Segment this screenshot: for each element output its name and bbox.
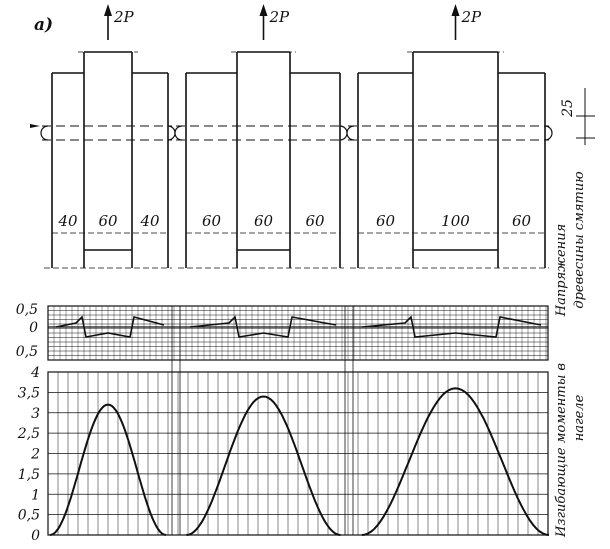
pin-left-end xyxy=(346,125,355,141)
panel-label: а) xyxy=(34,15,53,35)
width-left: 40 xyxy=(57,212,78,230)
moment-tick-label: 0,5 xyxy=(18,508,40,524)
stress-label-line1: Напряжения xyxy=(554,224,569,317)
moment-curve-3 xyxy=(361,387,550,536)
pin-left-end xyxy=(40,125,49,141)
pin-dimension-label: 25 xyxy=(560,99,576,118)
load-label: 2P xyxy=(269,8,291,26)
specimen-3: 2P 60 100 60 xyxy=(346,4,553,269)
width-middle: 100 xyxy=(441,212,470,230)
width-left: 60 xyxy=(376,212,396,230)
specimen-2: 2P 60 60 60 xyxy=(174,4,348,269)
load-arrow-head xyxy=(451,4,460,16)
load-label: 2P xyxy=(113,8,135,26)
width-middle: 60 xyxy=(98,212,118,230)
specimen-1: 2P 40 60 40 xyxy=(40,4,176,269)
moment-curve-1 xyxy=(49,403,167,536)
moment-plot: 4 3,5 3 2,5 2 1,5 1 0,5 0 xyxy=(17,306,550,544)
width-right: 60 xyxy=(512,212,532,230)
load-arrow-head xyxy=(259,4,268,16)
load-arrow-head xyxy=(104,4,112,16)
load-label: 2P xyxy=(461,8,483,26)
moment-tick-label: 1,5 xyxy=(18,467,40,483)
stress-tick-label: 0 xyxy=(29,320,38,336)
moment-tick-label: 2,5 xyxy=(17,426,40,442)
moment-tick-label: 2 xyxy=(30,447,40,463)
moment-label-line2: нагеле xyxy=(572,394,587,441)
moment-tick-label: 3 xyxy=(31,406,40,422)
width-right: 60 xyxy=(305,212,325,230)
stress-curve-1 xyxy=(55,315,165,338)
stress-curve-2 xyxy=(189,315,337,338)
stress-tick-label: 0,5 xyxy=(16,302,38,318)
stress-plot: 0,5 0 0,5 xyxy=(16,302,549,361)
moment-tick-label: 4 xyxy=(30,365,40,381)
moment-tick-label: 1 xyxy=(31,487,40,503)
moment-tick-label: 0 xyxy=(31,528,40,544)
width-middle: 60 xyxy=(254,212,274,230)
pin-right-end xyxy=(167,125,176,141)
width-right: 40 xyxy=(139,212,160,230)
specimens-group: 2P 40 60 40 2P 60 60 60 2P 60 100 60 xyxy=(30,4,553,269)
pin-right-end xyxy=(339,125,348,141)
moment-curve-2 xyxy=(186,395,341,536)
pin-entry-mark xyxy=(30,124,40,128)
stress-curve-3 xyxy=(361,315,542,338)
stress-tick-label: 0,5 xyxy=(16,344,38,360)
moment-tick-label: 3,5 xyxy=(18,385,40,401)
moment-label-line1: Изгибающие моменты в xyxy=(554,363,569,538)
pin-left-end xyxy=(174,125,183,141)
width-left: 60 xyxy=(202,212,222,230)
stress-label-line2: древесины смятию xyxy=(572,171,587,308)
pin-right-end xyxy=(544,125,553,141)
